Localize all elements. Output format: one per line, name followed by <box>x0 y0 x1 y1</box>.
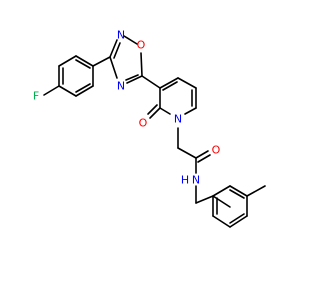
bond <box>177 77 197 89</box>
bond <box>141 75 161 89</box>
bond <box>212 185 231 197</box>
oxadiazole-oxygen-label: O <box>137 39 146 52</box>
bond <box>140 52 143 77</box>
bond <box>162 81 178 91</box>
bond <box>92 56 111 67</box>
bond <box>229 213 245 224</box>
oxadiazole-nitrogen-4-label: N <box>117 80 125 93</box>
bond <box>229 189 245 199</box>
bond <box>75 85 94 97</box>
bond <box>149 107 161 119</box>
bond <box>212 195 231 208</box>
bond <box>195 195 214 204</box>
bond <box>109 39 118 58</box>
bond <box>159 107 171 115</box>
bond <box>195 150 209 159</box>
bond <box>75 59 91 69</box>
bond <box>197 154 211 163</box>
amide-hydrogen-label: H <box>181 174 189 187</box>
bond <box>125 74 139 81</box>
bond <box>177 147 197 159</box>
bond <box>58 85 77 97</box>
bond <box>75 55 94 67</box>
bond <box>159 77 179 89</box>
molecule-structure: F O N N N O O N H <box>33 29 266 228</box>
bond <box>246 185 266 197</box>
amide-nitrogen-label: N <box>192 174 200 187</box>
bond <box>113 42 121 59</box>
bond <box>126 75 143 84</box>
bond <box>43 85 60 96</box>
bond <box>184 107 197 115</box>
bond <box>229 215 248 228</box>
ring-carbonyl-oxygen-label: O <box>139 117 148 130</box>
atom-labels: F O N N N O O N H <box>33 29 221 187</box>
bond <box>75 83 91 93</box>
amide-oxygen-label: O <box>212 144 221 157</box>
fluorine-label: F <box>33 90 39 103</box>
pyridinone-nitrogen-label: N <box>174 113 182 126</box>
bond <box>229 185 248 197</box>
oxadiazole-nitrogen-2-label: N <box>117 29 125 42</box>
bond <box>147 104 158 115</box>
bond <box>123 35 138 45</box>
bond <box>109 56 118 79</box>
bond <box>58 55 77 67</box>
bond <box>212 215 231 228</box>
bonds <box>43 35 266 228</box>
